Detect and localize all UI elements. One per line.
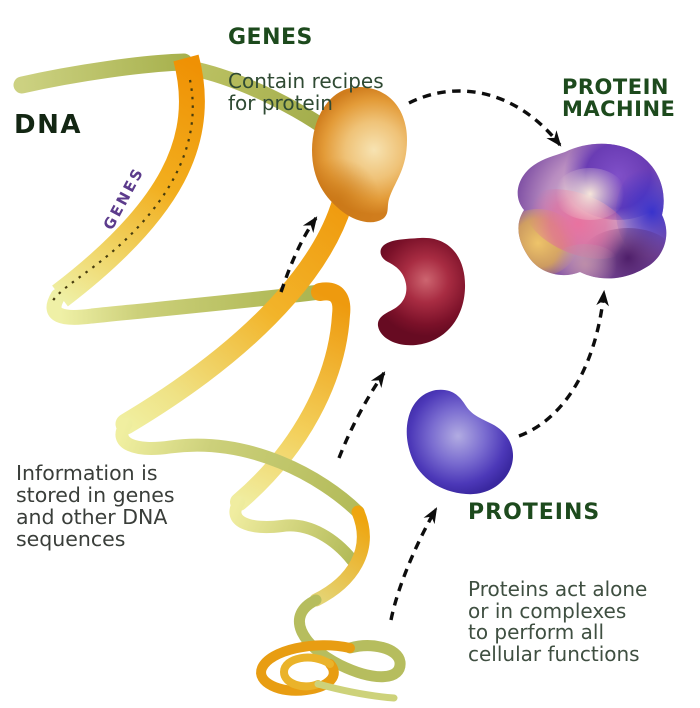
ribbon-gene-dashes [51,79,194,303]
proteins-caption: Proteins act alone or in complexes to pe… [468,577,648,666]
ribbon-back-band [46,284,328,325]
arrow-blue-protein-to-machine [518,289,609,438]
protein-machine-blob [517,143,667,279]
ribbon-back-band [115,417,365,519]
dna-heading: DNA [14,110,82,140]
protein-machine-heading: PROTEIN MACHINE [562,75,676,121]
ribbon-bottom-coil [256,594,406,702]
red-protein-blob [377,237,466,346]
ribbon-back-band [229,496,358,566]
genes-caption: Contain recipes for protein [228,69,384,115]
flow-arrows [279,89,609,621]
arrow-dna-to-proteins [389,507,438,621]
genes-heading: GENES [228,25,313,50]
ribbon-front-band [309,505,370,607]
arrow-gene-product-to-machine [408,89,562,147]
arrow-dna-to-red-protein [337,371,386,459]
gene-product-blob [312,86,407,223]
dna-info-caption: Information is stored in genes and other… [16,461,175,551]
proteins-heading: PROTEINS [468,500,601,525]
genes-label-block: GENES Contain recipes for protein [228,6,384,133]
blue-protein-blob [406,389,514,495]
ribbon-back-band [13,53,193,94]
